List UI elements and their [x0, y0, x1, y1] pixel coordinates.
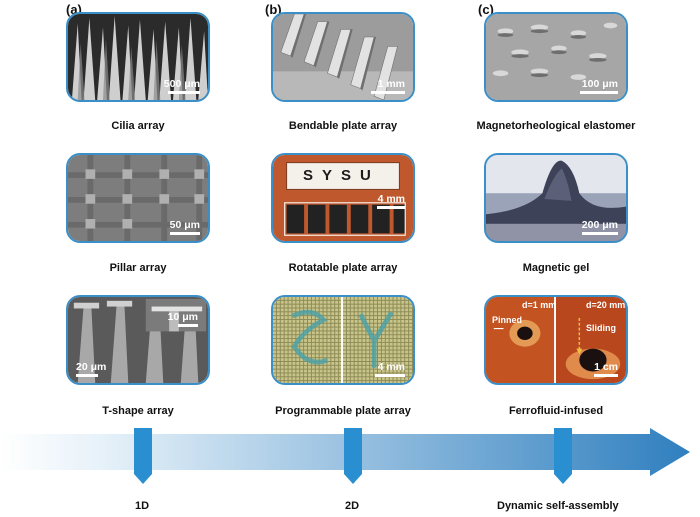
sliding-label: Sliding: [586, 323, 616, 333]
timeline-marker-dynamic: [554, 428, 572, 484]
scale-bar: 1 cm: [594, 361, 618, 377]
left-diameter-label: d=1 mm: [522, 300, 557, 310]
scale-bar: 500 μm: [164, 78, 200, 94]
scale-bar: 4 mm: [377, 193, 405, 209]
rotatable-plate-image: SYSU 4 mm: [271, 153, 415, 243]
timeline-label-dynamic-self-assembly: Dynamic self-assembly: [497, 500, 619, 512]
pinned-label: Pinned: [492, 315, 523, 325]
scale-bar: 1 mm: [371, 78, 405, 94]
caption-ferrofluid-infused: Ferrofluid-infused: [508, 405, 604, 417]
magnetorheological-elastomer-image: 100 μm: [484, 12, 628, 102]
caption-magnetorheological-elastomer: Magnetorheological elastomer: [476, 120, 636, 132]
scale-bar: 100 μm: [580, 78, 618, 94]
caption-cilia-array: Cilia array: [111, 120, 165, 132]
scale-bar: 4 mm: [375, 361, 405, 377]
scale-bar: 200 μm: [582, 219, 618, 235]
scale-bar: 20 μm: [76, 361, 106, 377]
timeline-arrow: [0, 428, 690, 484]
bendable-plate-image: 1 mm: [271, 12, 415, 102]
inset-scale-bar: 10 μm: [168, 311, 198, 327]
caption-programmable-plate-array: Programmable plate array: [275, 405, 411, 417]
programmable-plate-image: 4 mm: [271, 295, 415, 385]
t-shape-array-image: 10 μm 20 μm: [66, 295, 210, 385]
caption-rotatable-plate-array: Rotatable plate array: [288, 262, 398, 274]
ferrofluid-infused-image: d=1 mm d=20 mm Pinned Sliding 1 cm: [484, 295, 628, 385]
scale-bar: 50 μm: [170, 219, 200, 235]
timeline-marker-1d: [134, 428, 152, 484]
right-diameter-label: d=20 mm: [586, 300, 626, 310]
timeline-label-1d: 1D: [135, 500, 150, 512]
caption-magnetic-gel: Magnetic gel: [522, 262, 590, 274]
cilia-array-image: 500 μm: [66, 12, 210, 102]
pillar-array-image: 50 μm: [66, 153, 210, 243]
timeline-label-2d: 2D: [345, 500, 360, 512]
caption-pillar-array: Pillar array: [109, 262, 167, 274]
caption-bendable-plate-array: Bendable plate array: [288, 120, 398, 132]
timeline-marker-2d: [344, 428, 362, 484]
plate-text-sysu: SYSU: [303, 167, 380, 184]
caption-t-shape-array: T-shape array: [102, 405, 174, 417]
magnetic-gel-image: 200 μm: [484, 153, 628, 243]
